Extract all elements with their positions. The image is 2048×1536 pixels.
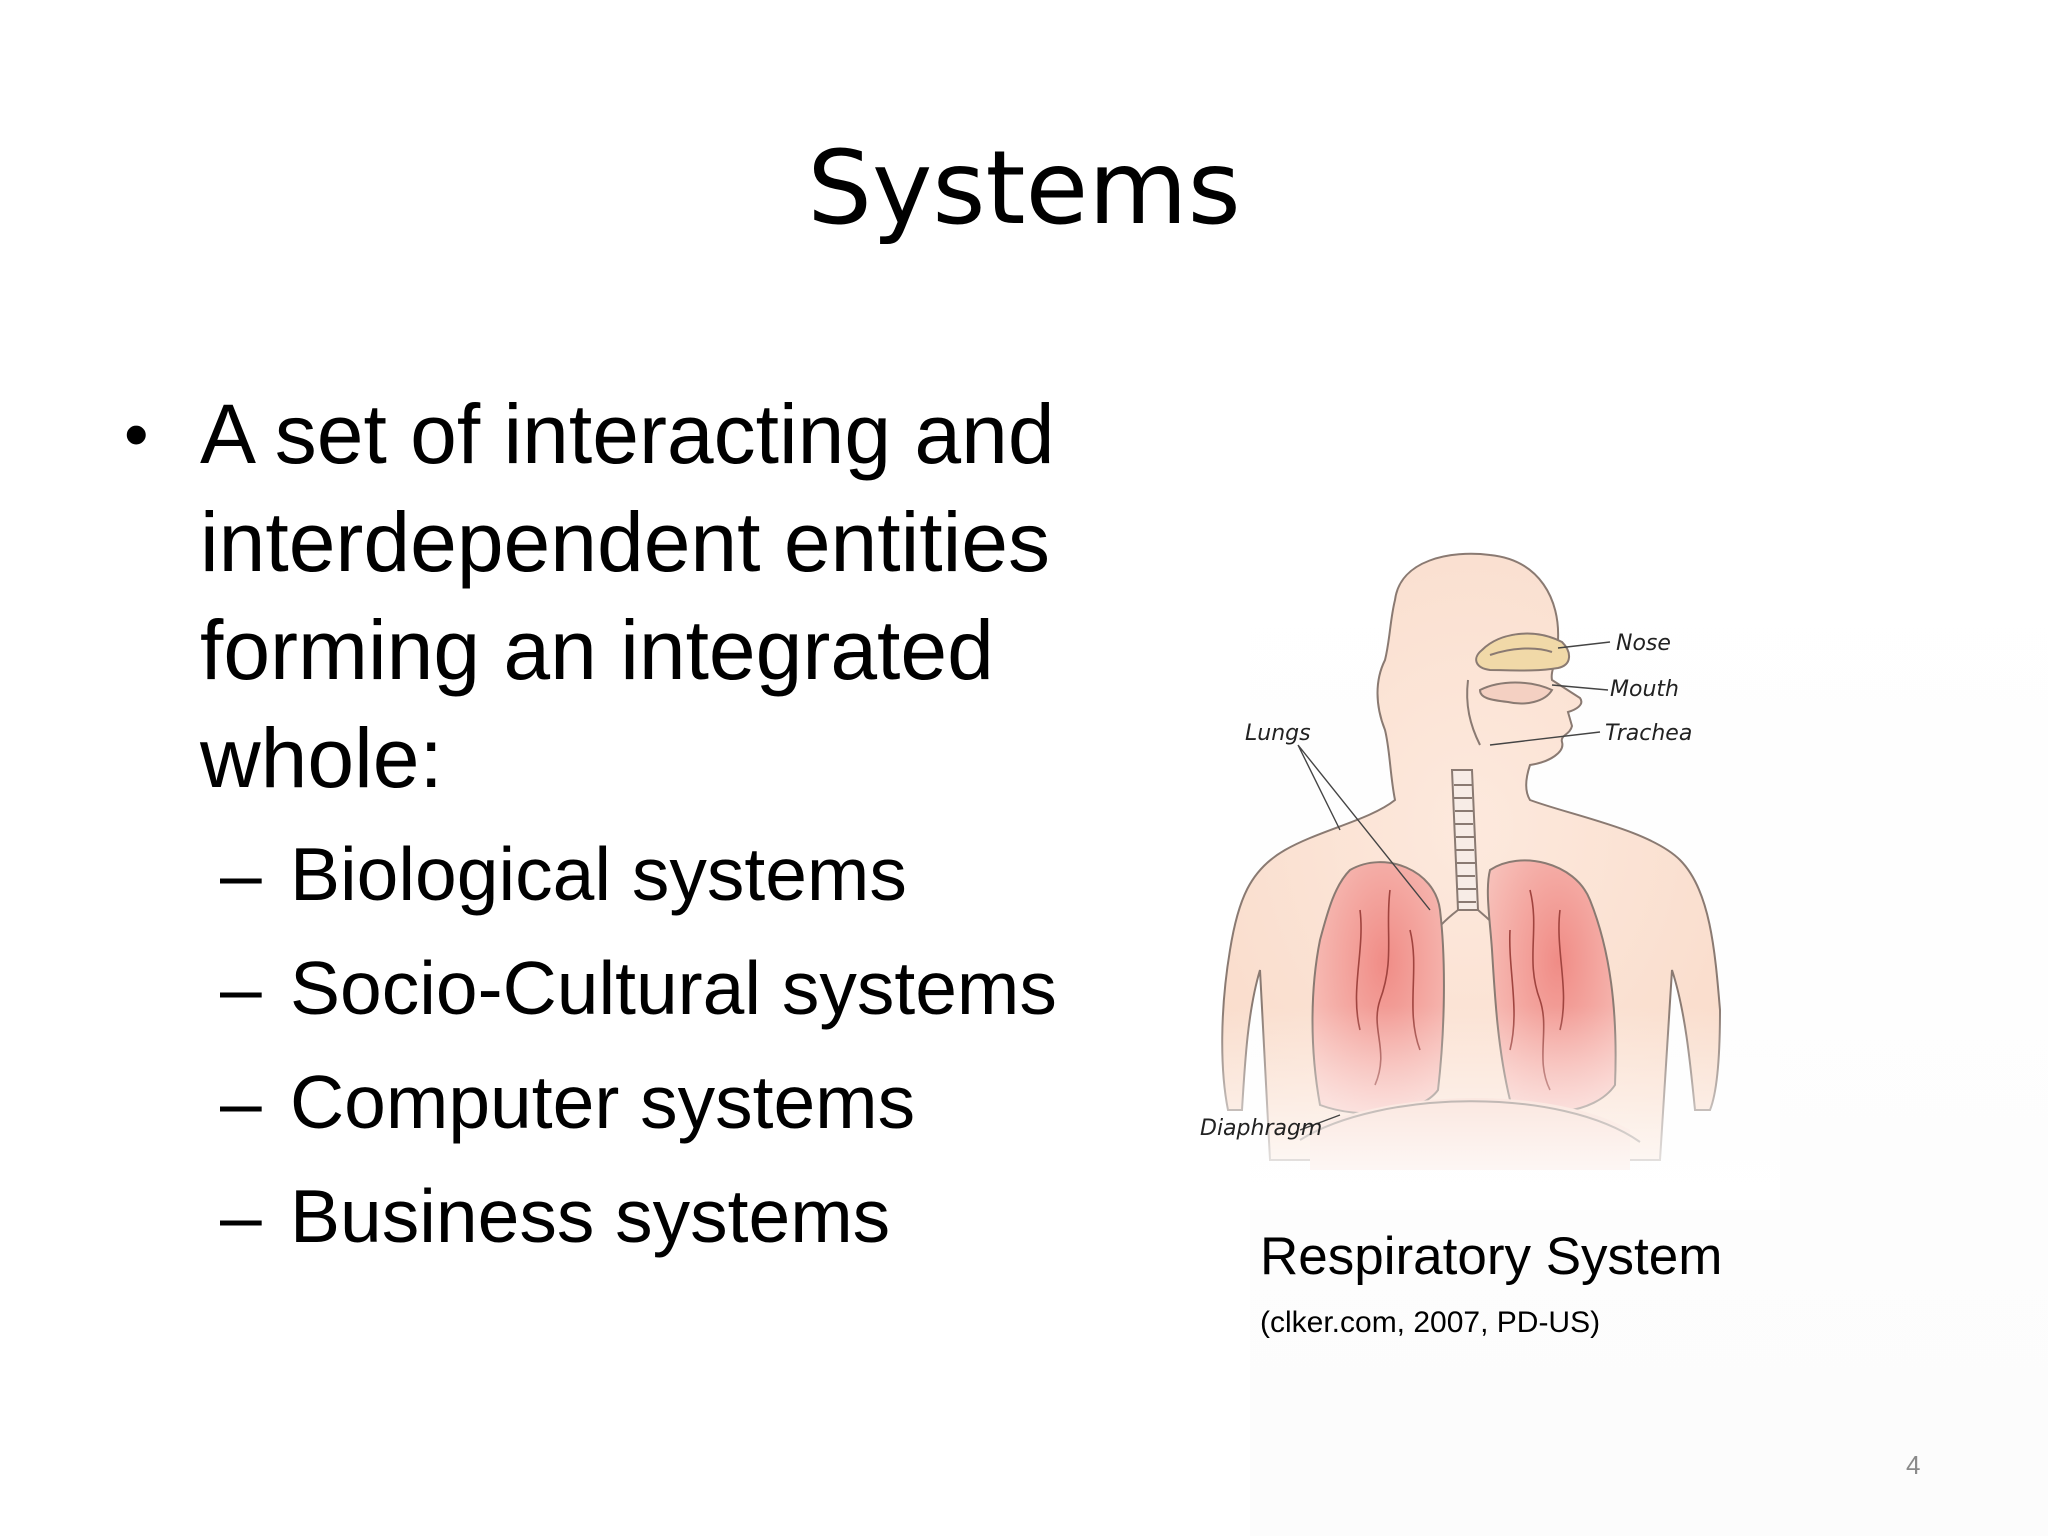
label-leader-lines (1297, 641, 1611, 1131)
sub-bullet-list: – Biological systems – Socio-Cultural sy… (118, 826, 1138, 1264)
figure-caption: Respiratory System (1260, 1227, 1723, 1286)
label-nose: Nose (1616, 631, 1671, 656)
sub-bullet-dash: – (220, 1174, 262, 1258)
sub-bullet-biological: – Biological systems (118, 826, 1138, 922)
sub-bullet-business: – Business systems (118, 1168, 1138, 1264)
sub-bullet-dash: – (220, 1060, 262, 1144)
bullet-dot: • (124, 395, 149, 473)
figure-credit: (clker.com, 2007, PD-US) (1260, 1306, 1601, 1339)
sub-bullet-computer: – Computer systems (118, 1054, 1138, 1150)
sub-bullet-text: Biological systems (290, 832, 907, 916)
sub-bullet-dash: – (220, 832, 262, 916)
page-number: 4 (1906, 1450, 1921, 1480)
slide-title: Systems (807, 129, 1241, 248)
sub-bullet-socio-cultural: – Socio-Cultural systems (118, 940, 1138, 1036)
sub-bullet-text: Computer systems (290, 1060, 916, 1144)
main-bullet: • A set of interacting and interdependen… (118, 380, 1138, 812)
label-mouth: Mouth (1610, 677, 1679, 702)
bullet-list: • A set of interacting and interdependen… (118, 380, 1138, 1282)
sub-bullet-dash: – (220, 946, 262, 1030)
label-trachea: Trachea (1605, 721, 1692, 746)
label-lungs: Lungs (1245, 721, 1311, 746)
respiratory-system-diagram: Nose Mouth Trachea Lungs Diaphragm (1190, 530, 1780, 1210)
sub-bullet-text: Business systems (290, 1174, 891, 1258)
label-diaphragm: Diaphragm (1200, 1116, 1322, 1141)
main-bullet-text: A set of interacting and interdependent … (200, 387, 1055, 805)
sub-bullet-text: Socio-Cultural systems (290, 946, 1057, 1030)
